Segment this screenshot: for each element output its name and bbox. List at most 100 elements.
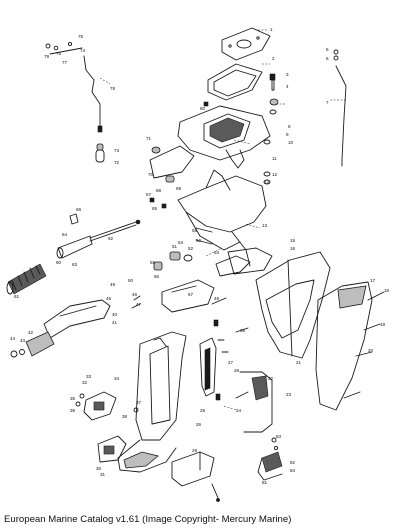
- steering-arm: [10, 299, 111, 358]
- callout-54: 54: [178, 240, 184, 245]
- water-tube: [239, 371, 273, 433]
- callout-46: 46: [132, 292, 138, 297]
- callout-24: 24: [236, 408, 242, 413]
- callout-26: 26: [196, 422, 202, 427]
- callout-17: 17: [370, 278, 376, 283]
- bellows-boot: [6, 263, 47, 295]
- callout-31: 31: [100, 472, 106, 477]
- callout-64: 64: [62, 232, 68, 237]
- callout-37: 37: [136, 400, 142, 405]
- callout-33: 33: [86, 374, 92, 379]
- callout-45: 45: [106, 296, 112, 301]
- callout-78: 78: [110, 86, 116, 91]
- callout-35: 35: [70, 396, 76, 401]
- callout-52: 52: [188, 246, 194, 251]
- callout-47: 47: [136, 302, 142, 307]
- callout-9: 9: [286, 132, 289, 137]
- callout-18: 18: [384, 288, 390, 293]
- shift-rod-assembly: [45, 41, 105, 163]
- top-cover-plate: [221, 27, 271, 61]
- right-shift-rod: [333, 49, 347, 167]
- callout-72: 72: [114, 160, 120, 165]
- callout-81: 81: [262, 480, 268, 485]
- trim-tab-parts: [75, 391, 139, 463]
- callout-5: 5: [326, 47, 329, 52]
- callout-43: 43: [20, 338, 26, 343]
- callout-23: 23: [286, 392, 292, 397]
- gasket-plate: [207, 63, 263, 101]
- callout-83: 83: [276, 434, 282, 439]
- callout-68: 68: [156, 188, 162, 193]
- callout-41: 41: [112, 320, 118, 325]
- callout-63: 63: [72, 262, 78, 267]
- driveshaft: [89, 219, 141, 242]
- callout-77: 77: [62, 60, 68, 65]
- callout-1: 1: [270, 27, 273, 32]
- callout-61: 61: [14, 294, 20, 299]
- exhaust-housing: [255, 251, 331, 359]
- callout-40: 40: [112, 312, 118, 317]
- callout-60: 60: [56, 260, 62, 265]
- callout-49: 49: [110, 282, 116, 287]
- copyright-caption: European Marine Catalog v1.61 (Image Cop…: [4, 514, 292, 525]
- callout-70: 70: [148, 172, 154, 177]
- callout-53: 53: [214, 250, 220, 255]
- callout-57: 57: [188, 292, 194, 297]
- callout-71: 71: [146, 136, 152, 141]
- callout-15: 15: [290, 238, 296, 243]
- bolt-stack: [263, 73, 279, 185]
- shaft-sleeve: [56, 213, 93, 259]
- callout-51: 51: [172, 244, 178, 249]
- tilt-bracket: [177, 105, 271, 169]
- callout-11: 11: [272, 156, 277, 161]
- callout-6: 6: [326, 56, 329, 61]
- callout-55: 55: [150, 260, 156, 265]
- callout-34: 34: [114, 376, 120, 381]
- callout-29: 29: [192, 448, 198, 453]
- callout-28: 28: [234, 368, 240, 373]
- callout-66: 66: [76, 207, 82, 212]
- callout-80: 80: [200, 106, 206, 111]
- right-bolts: [343, 291, 385, 399]
- callout-12: 12: [272, 172, 278, 177]
- callout-69: 69: [176, 186, 182, 191]
- callout-79: 79: [44, 54, 50, 59]
- side-cover: [315, 281, 373, 411]
- leader-lines: [99, 29, 346, 411]
- callout-56: 56: [154, 274, 160, 279]
- callout-4: 4: [286, 84, 289, 89]
- callout-38: 38: [122, 414, 128, 419]
- driveshaft-housing: [117, 331, 187, 473]
- exploded-parts-diagram: 1 2 3 4 5 6 7 8 9 10 11 12 13 14 15 16 1…: [6, 27, 390, 502]
- callout-82: 82: [290, 460, 296, 465]
- callout-75: 75: [78, 34, 84, 39]
- callout-8: 8: [288, 124, 291, 129]
- callout-65: 65: [152, 206, 158, 211]
- callout-7: 7: [326, 100, 329, 105]
- callout-30: 30: [96, 466, 102, 471]
- water-pickup: [257, 437, 283, 481]
- callout-48: 48: [214, 296, 220, 301]
- callout-10: 10: [288, 140, 294, 145]
- misc-fasteners: [149, 101, 249, 401]
- swivel-bracket: [149, 145, 267, 267]
- callout-3: 3: [286, 72, 289, 77]
- callout-44: 44: [10, 336, 16, 341]
- callout-39: 39: [240, 328, 246, 333]
- callout-2: 2: [272, 56, 275, 61]
- clamp-assembly: [131, 247, 273, 313]
- callout-84: 84: [290, 468, 296, 473]
- callout-20: 20: [368, 348, 374, 353]
- callout-50: 50: [128, 278, 134, 283]
- callout-14: 14: [264, 180, 270, 185]
- callout-22: 22: [268, 376, 274, 381]
- callout-67: 67: [146, 192, 152, 197]
- strip-plate: [199, 337, 229, 397]
- callout-59: 59: [196, 238, 202, 243]
- callout-76: 76: [56, 51, 62, 56]
- callout-27: 27: [228, 360, 234, 365]
- callout-32: 32: [82, 380, 88, 385]
- callout-labels: 1 2 3 4 5 6 7 8 9 10 11 12 13 14 15 16 1…: [10, 27, 390, 485]
- callout-25: 25: [200, 408, 206, 413]
- callout-74: 74: [80, 48, 86, 53]
